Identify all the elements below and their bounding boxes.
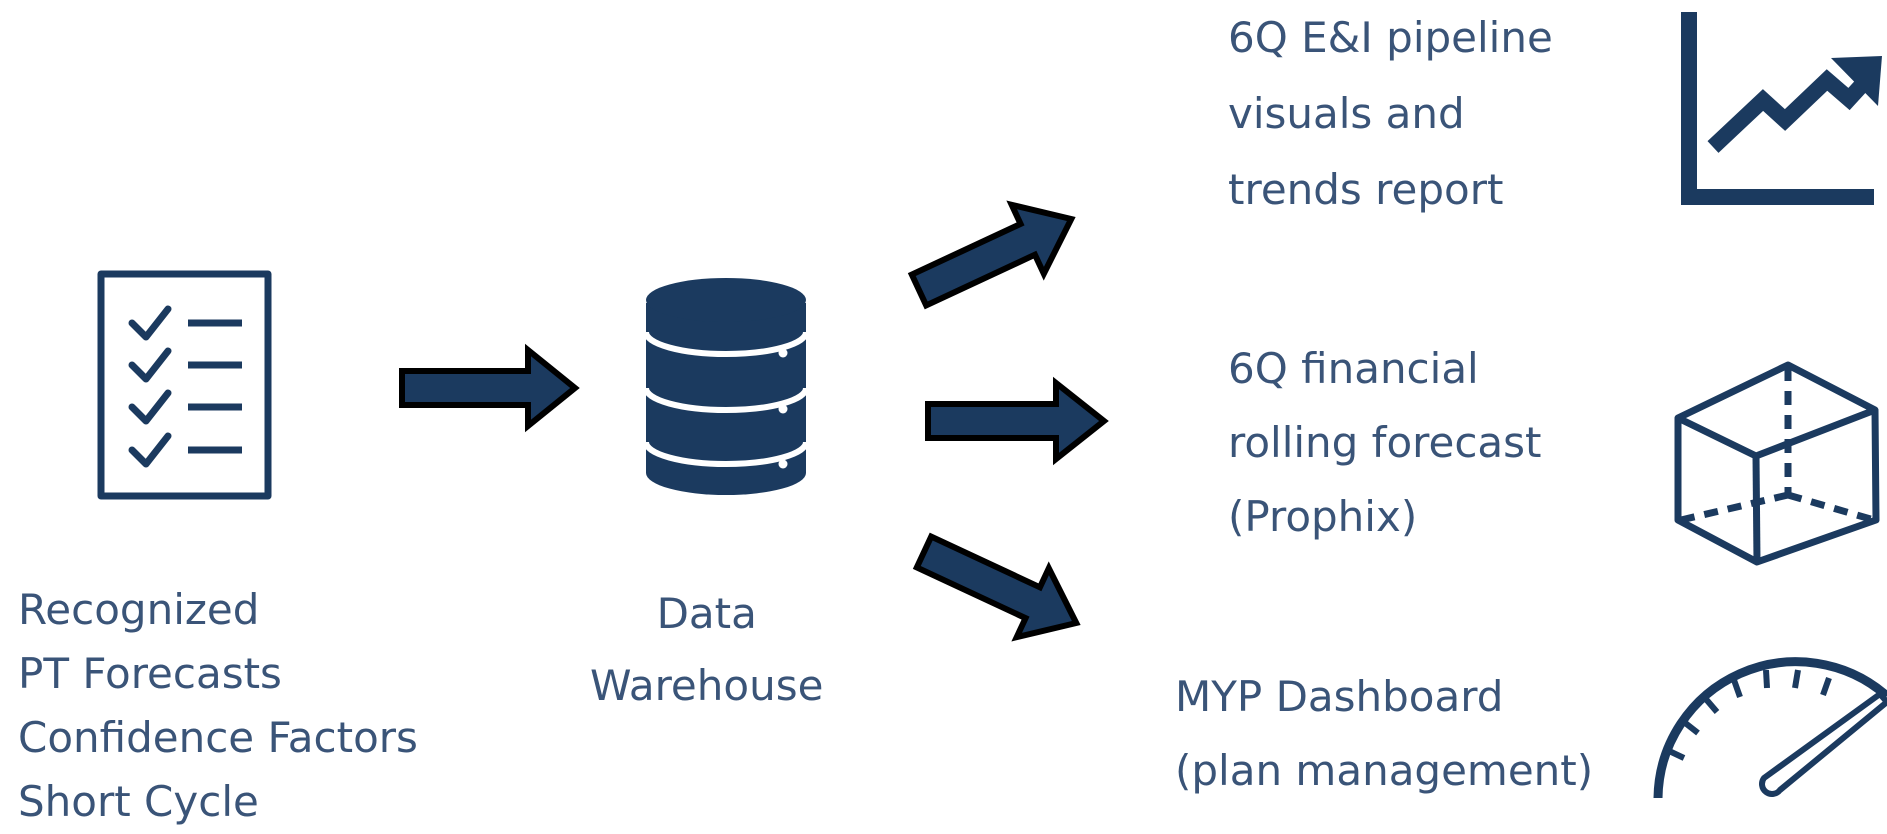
output-1-line-2: visuals and [1228, 89, 1465, 138]
output-1-line-1: 6Q E&I pipeline [1228, 13, 1553, 62]
output-2-line-2: rolling forecast [1228, 418, 1542, 467]
warehouse-line-1: Data [656, 589, 757, 638]
arrow-to-output-2 [925, 376, 1109, 466]
checklist-icon [97, 270, 272, 500]
output-1-line-3: trends report [1228, 165, 1504, 214]
source-label: Recognized PT Forecasts Confidence Facto… [18, 578, 418, 834]
output-2-line-3: (Prophix) [1228, 492, 1418, 541]
database-icon [643, 278, 809, 495]
output-3-line-2: (plan management) [1175, 746, 1594, 795]
source-line-1: Recognized [18, 585, 260, 634]
trend-chart-icon [1681, 12, 1882, 205]
output-3-line-1: MYP Dashboard [1175, 672, 1504, 721]
warehouse-line-2: Warehouse [590, 661, 824, 710]
output-2-line-1: 6Q financial [1228, 344, 1479, 393]
arrow-to-warehouse [399, 343, 580, 433]
output-2-label: 6Q financial rolling forecast (Prophix) [1228, 332, 1542, 554]
warehouse-label: Data Warehouse [590, 578, 823, 722]
output-3-label: MYP Dashboard (plan management) [1175, 660, 1593, 808]
arrows-to-outputs [907, 200, 1109, 642]
arrow-to-output-3 [912, 532, 1081, 642]
output-1-label: 6Q E&I pipeline visuals and trends repor… [1228, 0, 1553, 228]
source-line-3: Confidence Factors [18, 713, 418, 762]
gauge-icon [1653, 657, 1887, 799]
source-line-4: Short Cycle [18, 777, 259, 826]
cube-icon [1674, 361, 1880, 566]
source-line-2: PT Forecasts [18, 649, 282, 698]
arrow-to-output-1 [907, 200, 1076, 310]
